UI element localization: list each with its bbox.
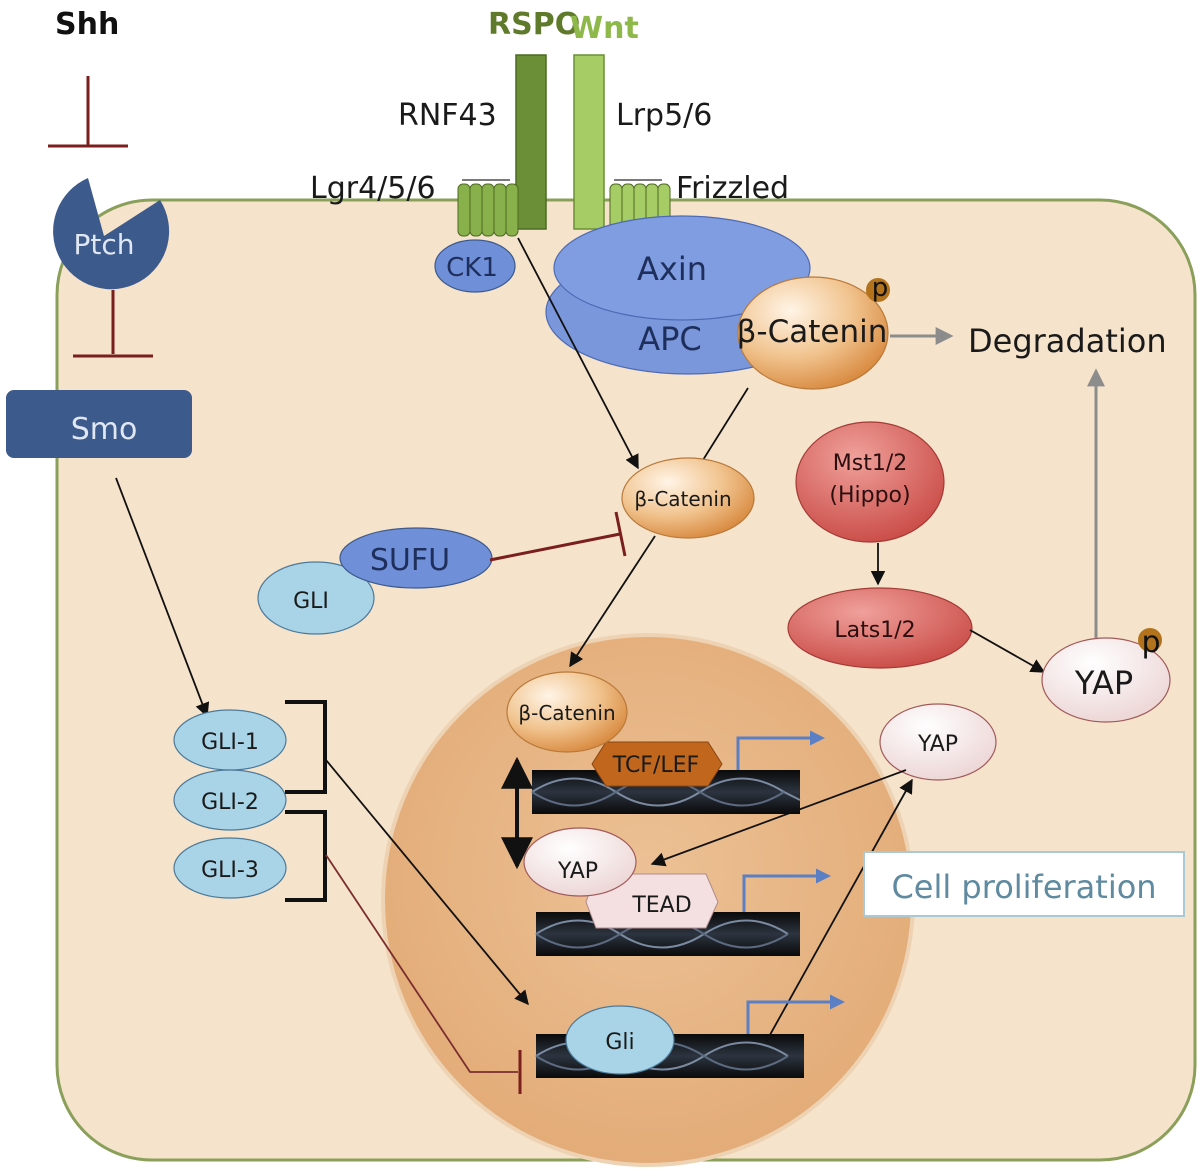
sufu-node — [339, 527, 493, 589]
ptch-receptor — [53, 178, 170, 290]
shh-label: Shh — [55, 7, 119, 42]
degradation-label: Degradation — [968, 322, 1167, 360]
receptor-to-catenin-arrow — [517, 237, 639, 470]
lgr-receptor — [457, 179, 519, 237]
beta-catenin-cytoplasm-label: β-Catenin — [634, 487, 731, 511]
beta-catenin-nuclear-node — [506, 671, 628, 753]
lats-node — [787, 587, 973, 669]
gli-activator-arrow — [325, 759, 529, 1006]
smo-label: Smo — [71, 412, 138, 447]
shh-inhibits-ptch — [48, 76, 128, 148]
gli3-label: GLI-3 — [201, 858, 259, 883]
mst-label: Mst1/2 — [833, 451, 907, 476]
gli-cytoplasm-node — [257, 561, 375, 635]
rspo-ligand — [515, 54, 547, 230]
wnt-label: Wnt — [570, 11, 639, 46]
phospho-label-catenin: p — [872, 273, 889, 303]
lgr-label: Lgr4/5/6 — [310, 171, 436, 206]
smo-to-gli1-arrow — [115, 477, 210, 718]
gli2-node — [173, 769, 287, 831]
lats-label: Lats1/2 — [834, 618, 915, 643]
sufu-inhibits-catenin — [489, 511, 627, 562]
gli-transcription-arrow — [746, 994, 845, 1034]
gli-cytoplasm-label: GLI — [293, 589, 329, 614]
ptch-label: Ptch — [73, 228, 134, 261]
yap-shuttle-arrow — [650, 769, 907, 867]
gli2-gli3-bracket — [285, 810, 327, 902]
gli-nuclear-label: Gli — [605, 1030, 634, 1055]
yap-nuclear-free-node — [879, 703, 997, 781]
tcf-transcription-arrow — [736, 730, 825, 770]
sufu-label: SUFU — [370, 543, 450, 578]
gli3-node — [173, 837, 287, 899]
smo-box — [6, 390, 192, 458]
apc-label: APC — [638, 320, 702, 358]
yap-nuclear-bound-node — [523, 827, 637, 897]
gli1-label: GLI-1 — [201, 730, 259, 755]
gli2-label: GLI-2 — [201, 790, 259, 815]
gli3-repressor-inhibition — [325, 854, 522, 1094]
ptch-inhibits-smo — [73, 290, 153, 358]
cell-proliferation-box — [863, 851, 1185, 917]
catenin-nuclear-entry-arrow — [569, 535, 656, 668]
beta-catenin-nuclear-label: β-Catenin — [518, 701, 615, 725]
cell-proliferation-label: Cell proliferation — [891, 868, 1156, 906]
lats-to-yap-arrow — [969, 629, 1046, 673]
wnt-ligand — [573, 54, 605, 230]
yap-phospho-node — [1041, 637, 1171, 723]
yap-phospho-label: YAP — [1074, 664, 1133, 702]
beta-catenin-membrane-node — [737, 276, 889, 390]
tead-transcription-arrow — [742, 868, 831, 912]
dna-tcf-strand — [531, 770, 801, 814]
phospho-label-yap: p — [1141, 625, 1160, 660]
mst-node — [795, 421, 945, 543]
tead-label: TEAD — [631, 893, 691, 918]
beta-catenin-membrane-label: β-Catenin — [737, 314, 888, 350]
gli-nuclear-node — [565, 1005, 675, 1075]
yap-nuclear-free-label: YAP — [917, 732, 958, 757]
axin-node — [553, 215, 811, 321]
rnf43-label: RNF43 — [398, 98, 497, 133]
rspo-label: RSPO — [488, 7, 580, 42]
tead-factor — [585, 873, 719, 929]
phospho-marker-catenin — [866, 278, 890, 302]
frizzled-label: Frizzled — [676, 171, 789, 206]
phospho-marker-yap — [1138, 628, 1162, 652]
lrp-label: Lrp5/6 — [616, 98, 712, 133]
beta-catenin-cytoplasm-node — [621, 457, 755, 539]
hippo-label: (Hippo) — [829, 483, 910, 508]
yap-nuclear-bound-label: YAP — [557, 859, 598, 884]
tcf-lef-label: TCF/LEF — [612, 753, 699, 778]
gli-to-yap-arrow — [765, 778, 913, 1043]
catenin-release-line — [697, 387, 749, 469]
ck1-label: CK1 — [446, 253, 498, 283]
axin-label: Axin — [637, 250, 707, 288]
tcf-lef-factor — [591, 741, 723, 787]
gli1-gli2-bracket — [285, 700, 327, 794]
ck1-node — [434, 239, 516, 293]
